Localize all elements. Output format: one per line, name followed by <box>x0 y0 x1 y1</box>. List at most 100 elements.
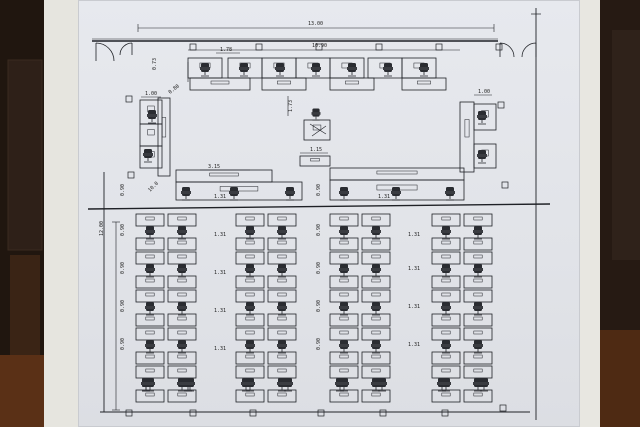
dimension-label: 1.00 <box>478 89 490 95</box>
office-chair-icon <box>147 110 157 124</box>
desk-icon <box>267 213 297 227</box>
floor-outlet-icon <box>125 95 133 103</box>
desk-icon <box>267 365 297 379</box>
office-chair-icon <box>339 187 349 201</box>
desk-icon <box>463 251 493 265</box>
floor-outlet-icon <box>501 181 509 189</box>
desk-icon <box>329 327 359 341</box>
dimension-label: 0.90 <box>316 262 322 274</box>
office-chair-icon <box>377 378 387 392</box>
office-chair-icon <box>473 264 483 278</box>
office-chair-icon <box>479 378 489 392</box>
desk-icon <box>463 237 493 251</box>
office-chair-icon <box>145 226 155 240</box>
desk-icon <box>235 351 265 365</box>
desk-icon <box>329 313 359 327</box>
dimension-label: 1.31 <box>214 346 226 352</box>
desk-icon <box>135 365 165 379</box>
desk-icon <box>303 119 331 141</box>
door-swing-icon <box>95 42 115 62</box>
floor-outlet-icon <box>379 409 387 417</box>
dimension-label: 1.31 <box>214 308 226 314</box>
desk-icon <box>167 351 197 365</box>
desk-icon <box>431 389 461 403</box>
desk-icon <box>175 181 303 201</box>
desk-icon <box>361 365 391 379</box>
dimension-label: 1.15 <box>310 147 322 153</box>
desk-icon <box>135 237 165 251</box>
dimension-label: 1.00 <box>145 91 157 97</box>
office-chair-icon <box>477 150 487 164</box>
desk-icon <box>361 213 391 227</box>
floor-outlet-icon <box>441 409 449 417</box>
desk-icon <box>167 213 197 227</box>
desk-icon <box>463 327 493 341</box>
office-chair-icon <box>335 378 345 392</box>
office-chair-icon <box>245 226 255 240</box>
dimension-label: 3.15 <box>208 164 220 170</box>
desk-icon <box>267 251 297 265</box>
desk-icon <box>431 275 461 289</box>
dimension-label: 1.31 <box>214 270 226 276</box>
desk-icon <box>463 351 493 365</box>
office-chair-icon <box>177 340 187 354</box>
desk-icon <box>329 237 359 251</box>
office-chair-icon <box>371 340 381 354</box>
floor-outlet-icon <box>375 43 383 51</box>
desk-icon <box>463 389 493 403</box>
desk-icon <box>167 365 197 379</box>
desk-icon <box>401 77 447 91</box>
desk-icon <box>463 275 493 289</box>
floor-outlet-icon <box>189 43 197 51</box>
floor-outlet-icon <box>495 43 503 51</box>
dimension-label: 1.31 <box>408 266 420 272</box>
desk-icon <box>361 237 391 251</box>
desk-icon <box>309 123 327 137</box>
desk-icon <box>361 275 391 289</box>
dimension-label: 0.90 <box>120 338 126 350</box>
desk-icon <box>329 289 359 303</box>
office-chair-icon <box>437 378 447 392</box>
office-chair-icon <box>339 302 349 316</box>
office-chair-icon <box>181 187 191 201</box>
desk-icon <box>135 213 165 227</box>
desk-icon <box>135 351 165 365</box>
office-chair-icon <box>311 108 321 121</box>
office-chair-icon <box>371 264 381 278</box>
office-chair-icon <box>441 302 451 316</box>
desk-icon <box>329 167 465 181</box>
desk-icon <box>431 365 461 379</box>
office-chair-icon <box>241 378 251 392</box>
dimension-label: 12.00 <box>99 221 105 236</box>
floor-outlet-icon <box>255 43 263 51</box>
office-chair-icon <box>473 302 483 316</box>
floor-outlet-icon <box>317 409 325 417</box>
office-chair-icon <box>419 63 429 77</box>
desk-icon <box>361 289 391 303</box>
desk-icon <box>431 327 461 341</box>
office-chair-icon <box>239 63 249 77</box>
office-chair-icon <box>339 226 349 240</box>
office-chair-icon <box>200 63 210 77</box>
office-chair-icon <box>473 226 483 240</box>
desk-icon <box>167 327 197 341</box>
dimension-label: 1.31 <box>214 232 226 238</box>
desk-icon <box>175 169 273 183</box>
desk-icon <box>267 389 297 403</box>
office-chair-icon <box>277 264 287 278</box>
office-chair-icon <box>277 340 287 354</box>
floor-outlet-icon <box>435 43 443 51</box>
desk-icon <box>235 327 265 341</box>
desk-icon <box>261 77 307 91</box>
desk-icon <box>431 313 461 327</box>
dimension-label: 13.00 <box>308 21 323 27</box>
door-swing-icon <box>119 42 133 56</box>
dimension-label: 0.90 <box>120 224 126 236</box>
office-chair-icon <box>371 302 381 316</box>
dimension-label: 1.31 <box>378 194 390 200</box>
desk-icon <box>267 237 297 251</box>
desk-icon <box>431 289 461 303</box>
desk-icon <box>135 313 165 327</box>
floor-outlet-icon <box>127 171 135 179</box>
